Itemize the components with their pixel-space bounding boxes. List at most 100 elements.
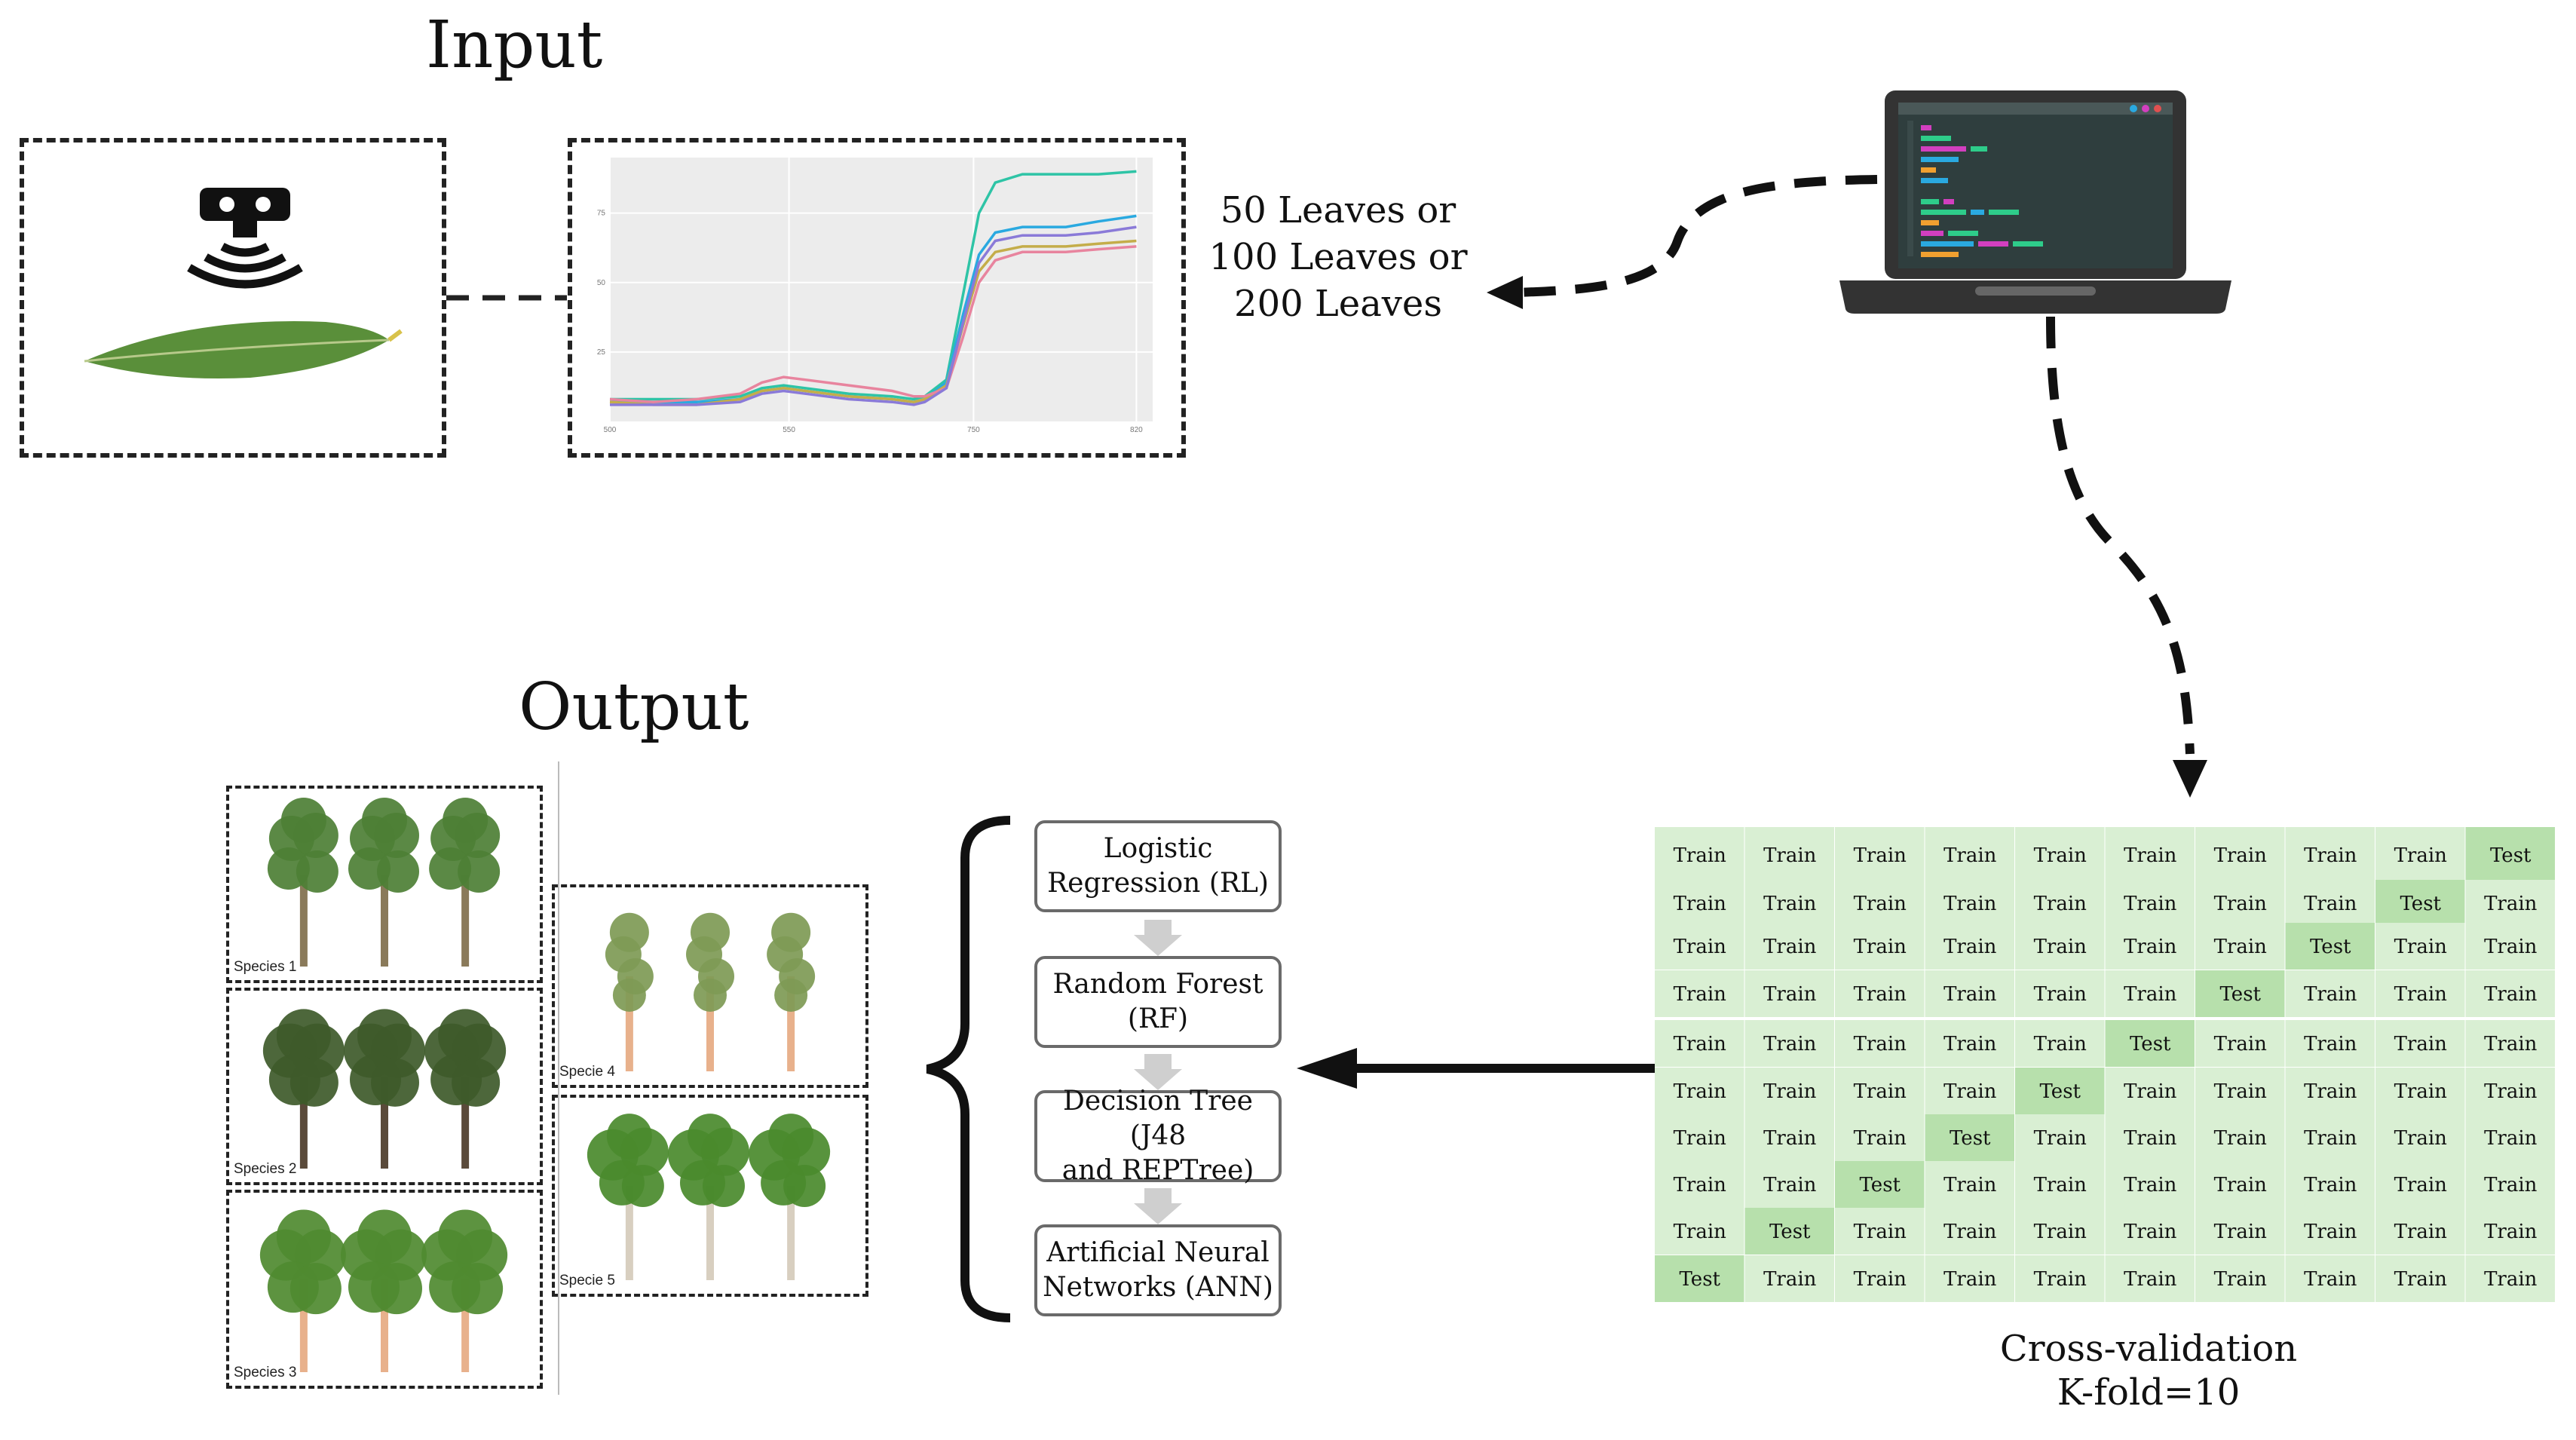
svg-text:Test: Test bbox=[2310, 936, 2351, 958]
cv-cell-train: Train bbox=[1925, 1208, 2014, 1255]
cv-cell-train: Train bbox=[2465, 1114, 2555, 1161]
svg-text:Train: Train bbox=[1943, 893, 1997, 915]
svg-text:Train: Train bbox=[1674, 1174, 1727, 1196]
cv-cell-train: Train bbox=[2105, 1161, 2195, 1208]
species-box-2: Species 2 bbox=[226, 988, 543, 1185]
svg-text:Test: Test bbox=[2130, 1033, 2171, 1055]
tree-icon bbox=[686, 912, 734, 1071]
cv-cell-train: Train bbox=[2375, 1161, 2465, 1208]
cv-cell-train: Train bbox=[2285, 880, 2375, 927]
cv-cell-train: Train bbox=[1744, 1255, 1834, 1302]
cv-cell-train: Train bbox=[2015, 1114, 2105, 1161]
tree-icon bbox=[341, 1209, 427, 1372]
leaves-option-200: 200 Leaves bbox=[1234, 283, 1442, 325]
cv-cell-train: Train bbox=[2375, 1020, 2465, 1067]
svg-text:Train: Train bbox=[1943, 1221, 1997, 1243]
tree-icon bbox=[344, 1009, 425, 1169]
cv-cell-train: Train bbox=[1835, 923, 1925, 970]
svg-text:Train: Train bbox=[1674, 983, 1727, 1006]
svg-text:Train: Train bbox=[2484, 1080, 2538, 1103]
cv-cell-train: Train bbox=[2015, 880, 2105, 927]
svg-text:Train: Train bbox=[2304, 893, 2357, 915]
species-label-5: Specie 5 bbox=[559, 1273, 615, 1288]
svg-text:Train: Train bbox=[2124, 936, 2177, 958]
cv-cell-test: Test bbox=[1835, 1161, 1925, 1208]
svg-text:Train: Train bbox=[2304, 1221, 2357, 1243]
svg-text:Train: Train bbox=[1763, 1033, 1817, 1055]
cv-cell-train: Train bbox=[1925, 1068, 2014, 1114]
tree-icon bbox=[424, 1009, 507, 1169]
sensor-leaf-illustration bbox=[84, 188, 403, 379]
code-line-segment bbox=[1921, 125, 1931, 130]
svg-text:Train: Train bbox=[1674, 1080, 1727, 1103]
cv-cell-train: Train bbox=[2015, 1020, 2105, 1067]
svg-text:Train: Train bbox=[2124, 1080, 2177, 1103]
cv-cell-train: Train bbox=[1835, 880, 1925, 927]
cv-cell-train: Train bbox=[1655, 1114, 1744, 1161]
cv-cell-test: Test bbox=[2285, 923, 2375, 970]
cv-cell-train: Train bbox=[1744, 827, 1834, 884]
species-label-2: Species 2 bbox=[234, 1161, 297, 1177]
cv-cell-train: Train bbox=[2105, 1255, 2195, 1302]
cv-cell-train: Train bbox=[1925, 1255, 2014, 1302]
sensor-icon bbox=[187, 188, 303, 289]
svg-text:Train: Train bbox=[1943, 936, 1997, 958]
svg-text:Train: Train bbox=[2394, 1268, 2448, 1291]
leaves-option-50: 50 Leaves or bbox=[1220, 189, 1456, 231]
svg-text:Train: Train bbox=[2214, 936, 2268, 958]
code-line-segment bbox=[1921, 146, 1966, 152]
cv-cell-train: Train bbox=[2375, 1068, 2465, 1114]
code-line-segment bbox=[1948, 231, 1978, 236]
svg-text:Train: Train bbox=[2484, 1174, 2538, 1196]
svg-text:Train: Train bbox=[2034, 1033, 2087, 1055]
svg-text:Train: Train bbox=[1763, 936, 1817, 958]
svg-text:Train: Train bbox=[2124, 1174, 2177, 1196]
cv-cell-train: Train bbox=[2015, 1161, 2105, 1208]
cv-cell-train: Train bbox=[2195, 1161, 2285, 1208]
svg-text:Train: Train bbox=[1674, 844, 1727, 867]
cv-cell-train: Train bbox=[2465, 1068, 2555, 1114]
leaf-icon bbox=[84, 321, 403, 379]
svg-text:Test: Test bbox=[2039, 1080, 2081, 1103]
svg-text:Train: Train bbox=[2214, 893, 2268, 915]
svg-text:Train: Train bbox=[1854, 1127, 1907, 1150]
cv-cell-train: Train bbox=[2015, 827, 2105, 884]
cv-cell-train: Train bbox=[1835, 1114, 1925, 1161]
trees-species-1-image bbox=[267, 798, 501, 967]
cv-cell-train: Train bbox=[1925, 1161, 2014, 1208]
code-line-segment bbox=[1921, 136, 1951, 141]
chart-series-line-5 bbox=[610, 225, 1137, 406]
output-title: Output bbox=[519, 669, 749, 745]
svg-text:Train: Train bbox=[1674, 1127, 1727, 1150]
svg-text:Train: Train bbox=[2034, 983, 2087, 1006]
species-label-4: Specie 4 bbox=[559, 1064, 615, 1080]
tree-icon bbox=[421, 1209, 508, 1372]
cv-cell-train: Train bbox=[2015, 970, 2105, 1017]
code-line-segment bbox=[1978, 241, 2008, 247]
svg-text:Train: Train bbox=[2394, 1174, 2448, 1196]
cv-cell-train: Train bbox=[2015, 1208, 2105, 1255]
cv-cell-train: Train bbox=[2015, 1255, 2105, 1302]
svg-text:Train: Train bbox=[2484, 1221, 2538, 1243]
svg-text:Train: Train bbox=[1763, 1080, 1817, 1103]
code-line-segment bbox=[1989, 210, 2019, 215]
cv-cell-train: Train bbox=[2105, 970, 2195, 1017]
svg-text:Train: Train bbox=[2214, 1174, 2268, 1196]
chart-x-tick: 820 bbox=[1130, 426, 1143, 434]
chart-plot-area bbox=[610, 158, 1153, 421]
cv-cell-train: Train bbox=[1835, 1068, 1925, 1114]
cv-cell-train: Train bbox=[2195, 880, 2285, 927]
cv-cell-train: Train bbox=[1655, 970, 1744, 1017]
svg-text:Train: Train bbox=[2394, 844, 2448, 867]
svg-text:Test: Test bbox=[1950, 1127, 1991, 1150]
cv-cell-train: Train bbox=[2195, 1020, 2285, 1067]
svg-text:Train: Train bbox=[2124, 1127, 2177, 1150]
svg-text:Train: Train bbox=[1763, 1268, 1817, 1291]
cv-cell-train: Train bbox=[1925, 970, 2014, 1017]
svg-text:Train: Train bbox=[2304, 1080, 2357, 1103]
species-label-1: Species 1 bbox=[234, 959, 297, 975]
code-line-segment bbox=[1921, 252, 1959, 257]
code-line-segment bbox=[1921, 157, 1959, 162]
svg-text:Test: Test bbox=[2490, 844, 2532, 867]
cv-cell-train: Train bbox=[1835, 1255, 1925, 1302]
